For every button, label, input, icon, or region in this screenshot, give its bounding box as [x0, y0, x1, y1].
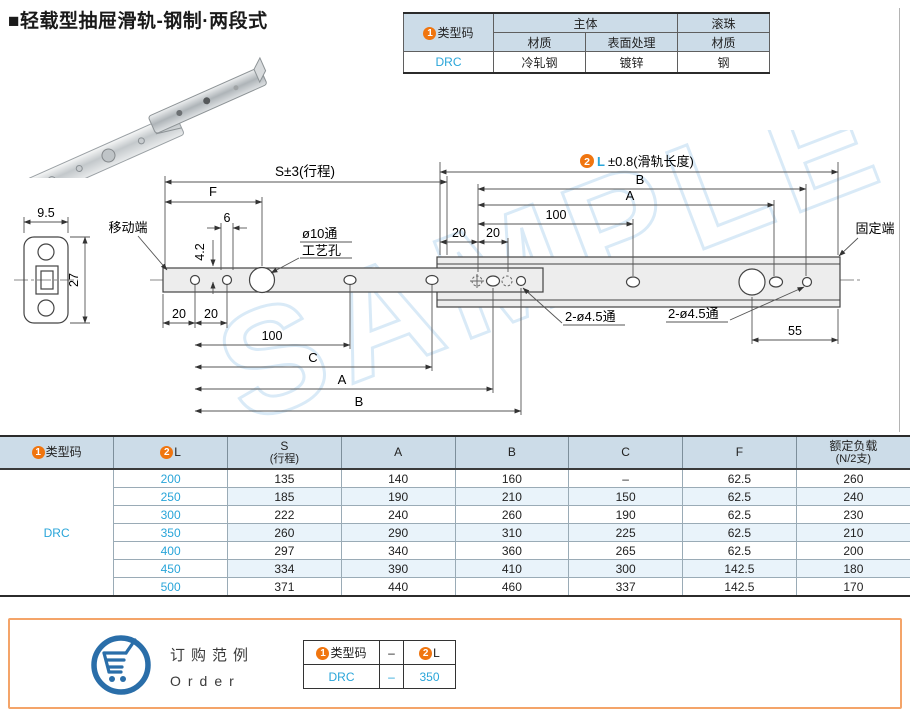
header-load: 额定负载(N/2支): [795, 436, 910, 470]
badge-1-icon: 1: [31, 446, 45, 459]
moving-end-label: 移动端: [108, 220, 147, 235]
table-row: 250 185 190 210 150 62.5 240: [0, 487, 910, 506]
spec-header-body: 主体: [493, 12, 678, 33]
dim-b-top-label: B: [636, 172, 645, 187]
svg-text:2: 2: [584, 156, 590, 168]
table-row: 300 222 240 260 190 62.5 230: [0, 505, 910, 524]
process-hole-label-2: 工艺孔: [302, 243, 341, 258]
header-a: A: [340, 436, 456, 470]
spec-header-surface: 表面处理: [585, 32, 678, 52]
order-title: 订购范例 Order: [170, 644, 254, 689]
type-code-cell[interactable]: DRC: [0, 468, 115, 597]
dim-a-label: A: [338, 372, 347, 387]
dim-20-top-2: 20: [486, 226, 500, 240]
rail-length-dim: 2 L ±0.8(滑轨长度): [580, 154, 694, 169]
table-row: DRC 200 135 140 160 – 62.5 260: [0, 468, 910, 597]
page-column-divider: [899, 8, 900, 432]
dim-9-5: 9.5: [37, 206, 54, 220]
table-row: 400 297 340 360 265 62.5 200: [0, 541, 910, 560]
header-b: B: [454, 436, 570, 470]
order-value-l[interactable]: 350: [403, 664, 456, 689]
dim-20-2: 20: [204, 307, 218, 321]
badge-1-icon: 1: [423, 27, 437, 40]
dim-55-label: 55: [788, 324, 802, 338]
process-hole: [248, 266, 276, 294]
dim-20-top-1: 20: [452, 226, 466, 240]
process-hole-label-1: ø10通: [302, 226, 337, 241]
table-row: 350 260 290 310 225 62.5 210: [0, 523, 910, 542]
dim-100-top-label: 100: [546, 208, 567, 222]
header-c: C: [568, 436, 683, 470]
spec-surface-value: 镀锌: [585, 51, 678, 74]
spec-ball-material-value: 钢: [677, 51, 770, 74]
dim-f-label: F: [209, 184, 217, 199]
table-row: 450 334 390 410 300 142.5 180: [0, 559, 910, 578]
order-value-dash: –: [379, 664, 404, 689]
dim-6-label: 6: [224, 211, 231, 225]
through-hole-label-right: 2-ø4.5通: [668, 306, 719, 321]
spec-type-code-value[interactable]: DRC: [403, 51, 494, 74]
dim-b-label: B: [355, 394, 364, 409]
order-title-cn: 订购范例: [170, 647, 255, 664]
slide-rail-photo: [27, 56, 267, 178]
fixed-end-label: 固定端: [855, 221, 894, 236]
order-title-en: Order: [170, 673, 241, 689]
spec-header-ball: 滚珠: [677, 12, 770, 33]
page-title: ■轻载型抽屉滑轨-钢制·两段式: [8, 11, 268, 32]
badge-2-icon: 2: [160, 446, 174, 459]
dim-stroke-label: S±3(行程): [275, 164, 335, 179]
cross-section-view: [23, 236, 69, 324]
dim-c-label: C: [308, 350, 317, 365]
svg-text:L: L: [597, 154, 605, 169]
svg-text:±0.8(滑轨长度): ±0.8(滑轨长度): [608, 154, 694, 169]
badge-2-icon: 2: [419, 646, 433, 660]
header-f: F: [682, 436, 797, 470]
through-hole-label-left: 2-ø4.5通: [565, 309, 616, 324]
dim-4-2-label: 4.2: [193, 243, 207, 260]
cart-icon: [91, 635, 151, 695]
dim-a-top-label: A: [626, 188, 635, 203]
dim-100-label: 100: [262, 329, 283, 343]
spec-header-ball-material: 材质: [677, 32, 770, 52]
dim-20-1: 20: [172, 307, 186, 321]
order-header-dash: –: [379, 640, 404, 665]
badge-1-icon: 1: [316, 647, 330, 660]
spec-material-value: 冷轧钢: [493, 51, 586, 74]
dim-27: 27: [67, 273, 81, 287]
table-row: 500 371 440 460 337 142.5 170: [0, 577, 910, 597]
technical-drawing: SAMPLE 9.5 27: [14, 130, 909, 440]
spec-header-material: 材质: [493, 32, 586, 52]
order-value-code[interactable]: DRC: [303, 664, 380, 689]
header-s: S(行程): [227, 436, 342, 470]
product-photo: [27, 56, 267, 178]
